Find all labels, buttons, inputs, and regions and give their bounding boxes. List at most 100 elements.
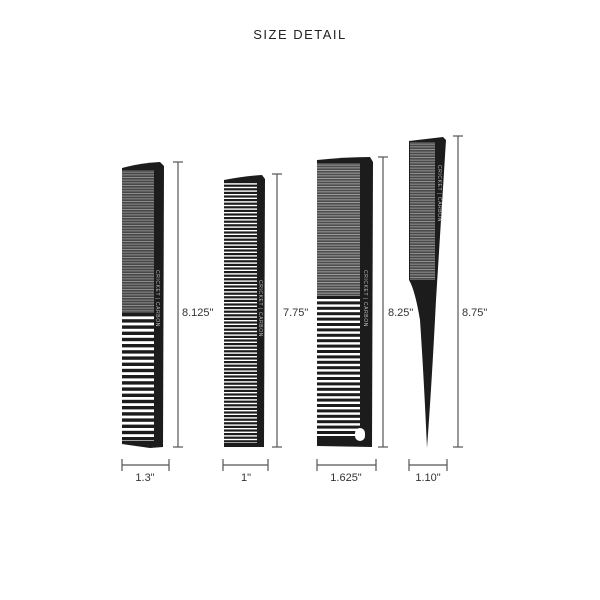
comb-tooth [317, 301, 360, 305]
comb-tooth [224, 199, 257, 202]
comb-tooth [224, 339, 257, 342]
comb-tooth [410, 217, 435, 218]
comb-tooth [224, 364, 257, 367]
comb-tooth [122, 282, 154, 283]
comb-tooth [410, 188, 435, 189]
comb-tooth [122, 283, 154, 285]
comb-tooth [224, 343, 257, 346]
comb-tooth [410, 210, 435, 212]
page-title: SIZE DETAIL [253, 27, 347, 42]
comb-tooth [224, 213, 257, 216]
comb-tooth [410, 236, 435, 237]
comb-tooth [122, 350, 154, 354]
comb-tooth [410, 206, 435, 207]
comb-tooth [410, 150, 435, 151]
hanging-hole [355, 428, 365, 441]
comb-tooth [122, 192, 154, 193]
comb-tooth [122, 205, 154, 206]
comb-tooth [410, 214, 435, 215]
comb-tooth [122, 368, 154, 373]
comb-tooth [224, 278, 257, 281]
comb-tooth [224, 393, 257, 396]
comb-tooth [122, 253, 154, 254]
comb-tooth [122, 302, 154, 304]
comb-tooth [122, 312, 154, 313]
comb-tooth [317, 279, 360, 281]
comb-tooth [122, 194, 154, 195]
comb-tooth [122, 173, 154, 174]
comb-tooth [122, 319, 154, 323]
comb-tooth [317, 164, 360, 166]
comb-tooth [122, 272, 154, 273]
comb-tooth [122, 238, 154, 240]
comb-tooth [410, 151, 435, 153]
comb-tooth [122, 274, 154, 275]
comb-tooth [317, 371, 360, 375]
fine-teeth-area [317, 163, 360, 296]
comb-tooth [317, 228, 360, 230]
comb-tooth [317, 206, 360, 207]
comb-tooth [317, 207, 360, 209]
comb-tooth [317, 247, 360, 249]
comb-tooth [317, 306, 360, 310]
comb-tooth [410, 266, 435, 268]
comb-tooth [122, 195, 154, 197]
comb-tooth [410, 231, 435, 233]
comb-tooth [224, 368, 257, 371]
comb-tooth [122, 406, 154, 410]
comb-tooth [410, 156, 435, 157]
comb-tooth [224, 263, 257, 266]
comb-tooth [317, 296, 360, 299]
comb-tooth [224, 407, 257, 410]
comb-tooth [122, 337, 154, 342]
comb-tooth [224, 411, 257, 414]
comb-tooth [317, 251, 360, 252]
comb-tooth [122, 424, 154, 428]
comb-tooth [122, 226, 154, 227]
comb-tooth [224, 184, 257, 187]
comb-tooth [317, 260, 360, 262]
comb-tooth [317, 246, 360, 247]
comb-tooth [317, 255, 360, 257]
comb-tooth [317, 236, 360, 238]
comb-tooth [410, 170, 435, 172]
comb-tooth [317, 227, 360, 228]
comb-tooth [122, 293, 154, 294]
comb-tooth [317, 366, 360, 370]
comb-tooth [122, 344, 154, 348]
comb-tooth [122, 270, 154, 272]
comb-tooth [224, 429, 257, 432]
comb-tooth [317, 215, 360, 217]
comb-tooth [410, 186, 435, 188]
comb-tooth [317, 191, 360, 193]
comb-tooth [122, 267, 154, 269]
comb-tooth [122, 285, 154, 286]
comb-tooth [122, 184, 154, 185]
comb-tooth [410, 278, 435, 279]
comb-tooth [224, 271, 257, 274]
comb-tooth [410, 146, 435, 148]
comb-tooth [410, 177, 435, 178]
comb-tooth [317, 244, 360, 246]
comb-tooth [410, 257, 435, 258]
comb-tooth [410, 148, 435, 149]
comb-tooth [410, 263, 435, 265]
comb-tooth [224, 238, 257, 241]
comb-tooth [410, 161, 435, 162]
comb-tooth [224, 361, 257, 364]
comb-tooth [122, 190, 154, 192]
comb-tooth [317, 169, 360, 170]
comb-tooth [410, 191, 435, 193]
comb-tooth [410, 262, 435, 263]
comb-tooth [317, 238, 360, 239]
comb-tooth [410, 239, 435, 241]
comb-tooth [410, 180, 435, 181]
comb-tooth [122, 259, 154, 261]
comb-tooth [317, 350, 360, 353]
comb-tooth [224, 235, 257, 238]
comb-tooth [122, 218, 154, 219]
comb-tooth [122, 399, 154, 404]
comb-tooth [317, 271, 360, 273]
comb-tooth [224, 325, 257, 328]
